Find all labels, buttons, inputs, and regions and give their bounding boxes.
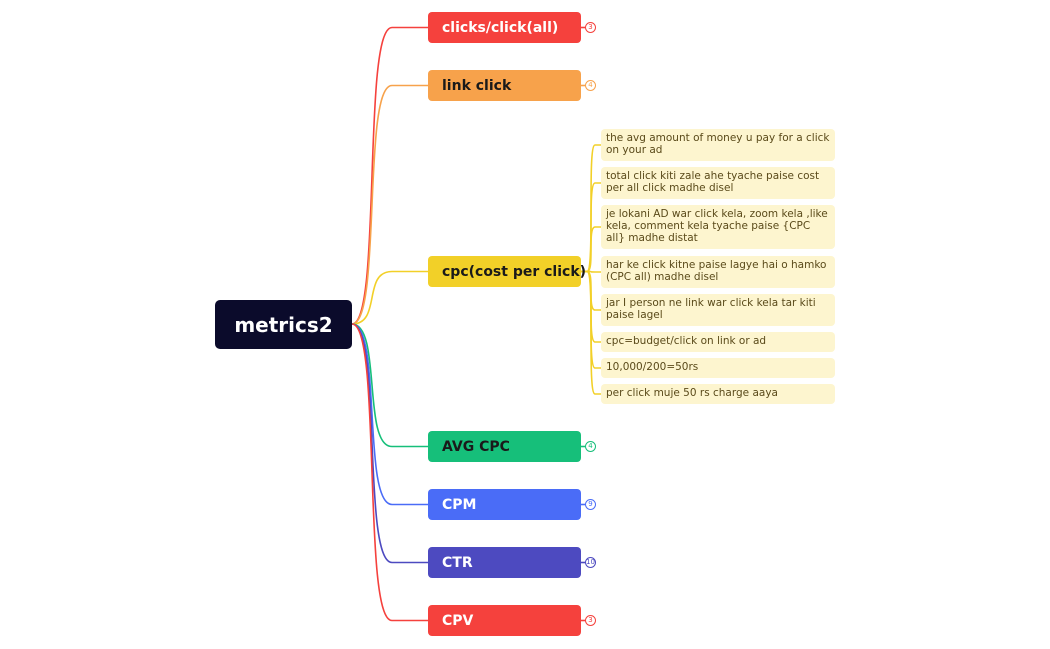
collapsed-count-badge[interactable]: 3 (585, 615, 596, 626)
cpc-note-text: the avg amount of money u pay for a clic… (606, 132, 830, 156)
connector-branch-4 (351, 323, 428, 506)
branch-node-6[interactable]: CPV (428, 605, 581, 636)
branch-node-2[interactable]: cpc(cost per click) (428, 256, 586, 287)
cpc-note-text: jar I person ne link war click kela tar … (606, 297, 816, 321)
root-node[interactable]: metrics2 (215, 300, 352, 349)
collapsed-count-badge[interactable]: 10 (585, 557, 596, 568)
cpc-note-text: je lokani AD war click kela, zoom kela ,… (606, 208, 828, 244)
connector-branch-2 (351, 270, 428, 325)
cpc-note[interactable]: the avg amount of money u pay for a clic… (601, 129, 835, 161)
cpc-note-text: har ke click kitne paise lagye hai o ham… (606, 259, 827, 283)
cpc-note-text: total click kiti zale ahe tyache paise c… (606, 170, 820, 194)
branch-node-0[interactable]: clicks/click(all) (428, 12, 581, 43)
cpc-note[interactable]: har ke click kitne paise lagye hai o ham… (601, 256, 835, 288)
collapsed-count-badge[interactable]: 3 (585, 22, 596, 33)
branch-label: CPM (442, 496, 477, 513)
branch-label: cpc(cost per click) (442, 263, 587, 280)
branch-node-3[interactable]: AVG CPC (428, 431, 581, 462)
cpc-note[interactable]: 10,000/200=50rs (601, 358, 835, 378)
branch-label: CTR (442, 554, 473, 571)
branch-label: clicks/click(all) (442, 19, 559, 36)
cpc-note[interactable]: per click muje 50 rs charge aaya (601, 384, 835, 404)
cpc-note[interactable]: je lokani AD war click kela, zoom kela ,… (601, 205, 835, 249)
cpc-note[interactable]: cpc=budget/click on link or ad (601, 332, 835, 352)
collapsed-count-badge[interactable]: 9 (585, 499, 596, 510)
connector-branch-1 (351, 84, 428, 325)
branch-label: link click (442, 77, 512, 94)
connector-branch-5 (351, 323, 428, 564)
cpc-note[interactable]: total click kiti zale ahe tyache paise c… (601, 167, 835, 199)
collapsed-count-badge[interactable]: 4 (585, 80, 596, 91)
collapsed-count-badge[interactable]: 4 (585, 441, 596, 452)
cpc-note-text: per click muje 50 rs charge aaya (606, 387, 778, 399)
branch-label: CPV (442, 612, 474, 629)
branch-label: AVG CPC (442, 438, 510, 455)
connector-branch-0 (351, 26, 428, 325)
cpc-note-text: cpc=budget/click on link or ad (606, 335, 767, 347)
branch-node-5[interactable]: CTR (428, 547, 581, 578)
branch-node-4[interactable]: CPM (428, 489, 581, 520)
branch-node-1[interactable]: link click (428, 70, 581, 101)
connector-branch-3 (351, 323, 428, 448)
cpc-note-text: 10,000/200=50rs (606, 361, 699, 373)
connector-note-7 (581, 270, 601, 395)
root-label: metrics2 (234, 312, 333, 337)
cpc-note[interactable]: jar I person ne link war click kela tar … (601, 294, 835, 326)
connector-branch-6 (351, 323, 428, 622)
